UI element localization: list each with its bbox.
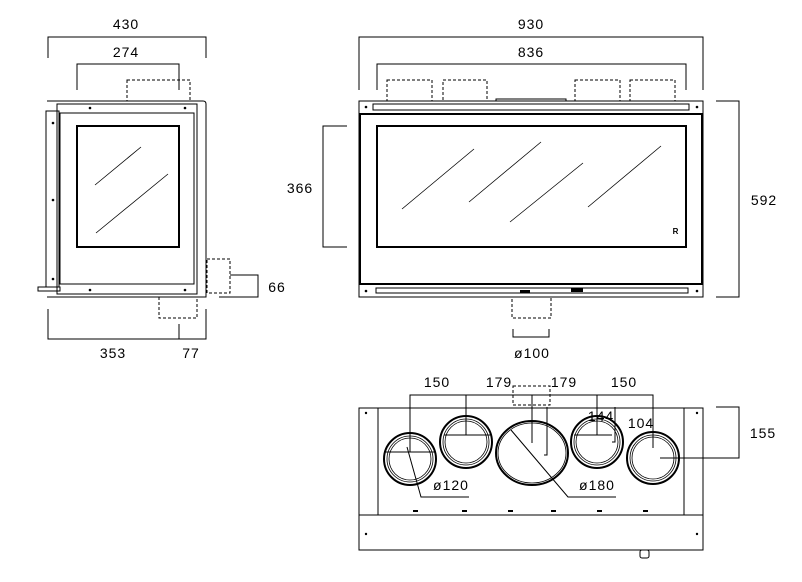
dimension-label-150-right: 150 (611, 374, 637, 390)
dimension-label-120: ø120 (433, 477, 469, 493)
glass-mark: R (673, 227, 680, 236)
flue-outline-dashed (574, 79, 621, 102)
side-outlet-dashed (206, 258, 231, 294)
flue-outline-dashed (386, 79, 433, 102)
flue-outline-dashed (442, 79, 488, 102)
dimension-line-930 (358, 36, 704, 90)
glass-reflection-line (509, 162, 584, 223)
dimension-label-836: 836 (518, 44, 544, 60)
dimension-line-66 (219, 274, 259, 298)
dimension-label-179-left: 179 (486, 374, 512, 390)
dimension-line-155 (660, 406, 740, 459)
glass-reflection-line (95, 173, 169, 234)
side-inner-frame (56, 103, 198, 295)
gas-connector (639, 549, 650, 559)
bottom-inlet-dashed (158, 296, 198, 319)
glass-reflection-line (587, 145, 662, 208)
glass-reflection-line (468, 141, 542, 203)
dimension-label-104: 104 (628, 415, 654, 431)
air-inlet-dashed (511, 296, 552, 319)
glass-reflection-line (94, 146, 142, 186)
front-glass (376, 125, 687, 248)
dimension-label-77: 77 (182, 345, 200, 361)
top-rail (372, 103, 690, 111)
front-view: 930 836 R ø100 366 592 (287, 16, 777, 361)
top-view: 150 179 179 150 144 104 155 ø120 ø180 (358, 374, 776, 559)
dimension-label-180: ø180 (579, 477, 615, 493)
dimension-line-depth (47, 309, 207, 340)
side-glass (76, 125, 180, 248)
dimension-label-430: 430 (113, 16, 139, 32)
dimension-lines-offset (502, 407, 672, 456)
glass-reflection-line (401, 148, 475, 210)
dimension-label-179-right: 179 (551, 374, 577, 390)
dimension-label-366: 366 (287, 180, 313, 196)
dimension-label-inlet: ø100 (514, 345, 550, 361)
dimension-label-930: 930 (518, 16, 544, 32)
dimension-label-353: 353 (100, 345, 126, 361)
leader-line-180 (510, 429, 616, 498)
dimension-label-592: 592 (751, 192, 777, 208)
dimension-line-366 (322, 125, 347, 248)
flue-outline-dashed (629, 79, 676, 102)
side-body-outline (47, 100, 207, 298)
flue-outline-dashed (126, 79, 191, 102)
dimension-label-144: 144 (588, 408, 614, 424)
dimension-label-274: 274 (113, 44, 139, 60)
side-firebox (59, 112, 195, 285)
front-body-outline (358, 100, 704, 298)
dimension-line-inlet (512, 329, 550, 338)
dimension-line-836 (376, 63, 687, 90)
dimension-line-430 (47, 36, 207, 58)
leader-line-120 (406, 446, 469, 498)
dimension-label-66: 66 (268, 279, 286, 295)
dimension-label-155: 155 (750, 425, 776, 441)
side-door-handle (37, 286, 61, 292)
dimension-line-592 (716, 100, 740, 298)
side-view: 430 274 66 353 77 (37, 16, 286, 361)
dimension-line-274 (76, 63, 180, 90)
bottom-rail (375, 287, 689, 294)
dimension-label-150-left: 150 (424, 374, 450, 390)
dimension-lines-spacing (409, 394, 654, 452)
